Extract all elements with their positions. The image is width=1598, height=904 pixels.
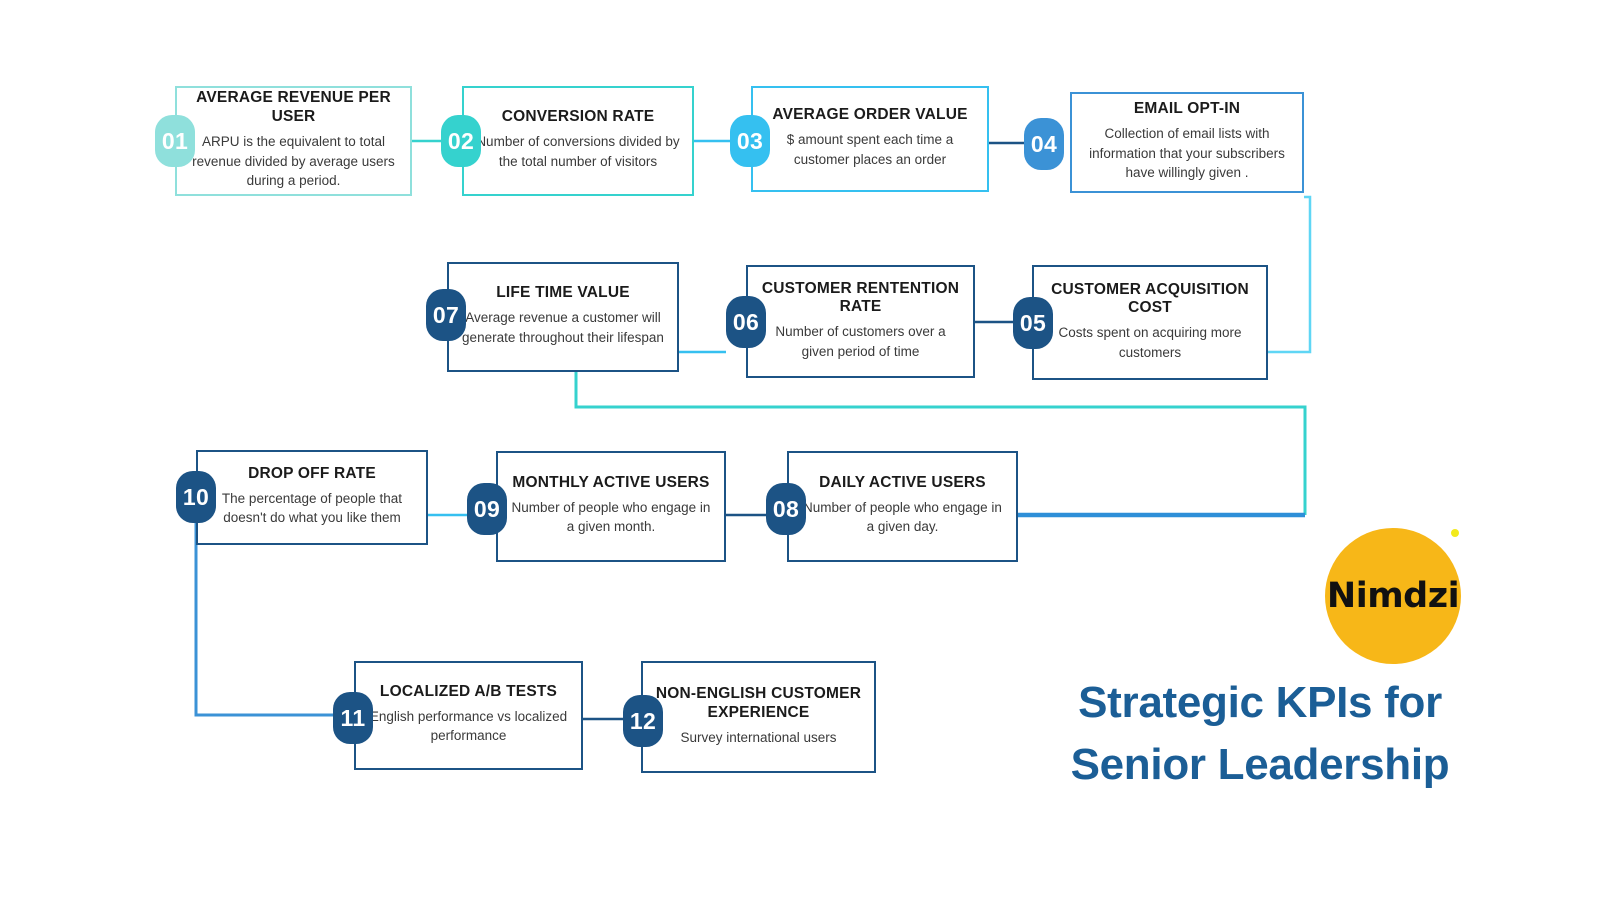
badge-02[interactable]: 02 [441,115,481,167]
card-description: Number of conversions divided by the tot… [476,134,680,169]
card-title: EMAIL OPT-IN [1133,100,1241,118]
card-title: NON-ENGLISH CUSTOMER EXPERIENCE [655,684,862,721]
card-description: Number of customers over a given period … [775,324,946,359]
connector-04-to-05 [1268,195,1312,354]
card-average-revenue-per-user[interactable]: AVERAGE REVENUE PER USER ARPU is the equi… [175,86,412,196]
nimdzi-logo-text: Nimdzi [1326,576,1460,616]
card-description: The percentage of people that doesn't do… [221,490,403,526]
card-description: Average revenue a customer will generate… [462,310,664,345]
card-title: AVERAGE ORDER VALUE [772,106,968,124]
card-description: English performance vs localized perform… [369,708,568,744]
card-title: CUSTOMER ACQUISITION COST [1051,280,1249,317]
badge-12[interactable]: 12 [623,695,663,747]
connector-10-to-11 [194,523,333,717]
card-conversion-rate[interactable]: CONVERSION RATE Number of conversions div… [462,86,694,196]
card-title: AVERAGE REVENUE PER USER [196,89,391,126]
card-customer-retention-rate[interactable]: CUSTOMER RENTENTION RATE Number of custom… [746,265,975,378]
card-email-opt-in[interactable]: EMAIL OPT-IN Collection of email lists wi… [1070,92,1304,193]
badge-04[interactable]: 04 [1024,118,1064,170]
card-title: DROP OFF RATE [248,464,376,482]
nimdzi-logo: Nimdzi [1325,528,1461,664]
page-title: Strategic KPIs for Senior Leadership [1010,672,1510,797]
card-daily-active-users[interactable]: DAILY ACTIVE USERS Number of people who e… [787,451,1018,562]
card-title: LOCALIZED A/B TESTS [379,682,558,700]
card-non-english-customer-experience[interactable]: NON-ENGLISH CUSTOMER EXPERIENCE Survey in… [641,661,876,773]
card-drop-off-rate[interactable]: DROP OFF RATE The percentage of people th… [196,450,428,545]
badge-10[interactable]: 10 [176,471,216,523]
card-customer-acquisition-cost[interactable]: CUSTOMER ACQUISITION COST Costs spent on … [1032,265,1268,380]
card-title: DAILY ACTIVE USERS [819,473,986,491]
badge-01[interactable]: 01 [155,115,195,167]
page-title-line-2: Senior Leadership [1070,740,1450,790]
badge-09[interactable]: 09 [467,483,507,535]
card-description: $ amount spent each time a customer plac… [786,132,954,167]
badge-11[interactable]: 11 [333,692,373,744]
card-description: Survey international users [680,729,837,745]
card-description: Costs spent on acquiring more customers [1058,325,1242,360]
card-title: CONVERSION RATE [501,108,655,126]
card-monthly-active-users[interactable]: MONTHLY ACTIVE USERS Number of people who… [496,451,726,562]
card-life-time-value[interactable]: LIFE TIME VALUE Average revenue a custome… [447,262,679,372]
badge-06[interactable]: 06 [726,296,766,348]
card-localized-ab-tests[interactable]: LOCALIZED A/B TESTS English performance v… [354,661,583,770]
badge-08[interactable]: 08 [766,483,806,535]
card-description: Number of people who engage in a given m… [511,499,711,535]
card-title: MONTHLY ACTIVE USERS [512,473,710,491]
card-title: LIFE TIME VALUE [496,284,630,302]
page-title-line-1: Strategic KPIs for [1078,678,1442,727]
card-average-order-value[interactable]: AVERAGE ORDER VALUE $ amount spent each t… [751,86,989,192]
badge-07[interactable]: 07 [426,289,466,341]
card-title: CUSTOMER RENTENTION RATE [761,279,960,316]
card-description: Number of people who engage in a given d… [803,499,1002,535]
badge-05[interactable]: 05 [1013,297,1053,349]
badge-03[interactable]: 03 [730,115,770,167]
logo-accent-dot-icon [1451,529,1459,537]
card-description: ARPU is the equivalent to total revenue … [192,134,395,189]
card-description: Collection of email lists with informati… [1089,126,1285,181]
